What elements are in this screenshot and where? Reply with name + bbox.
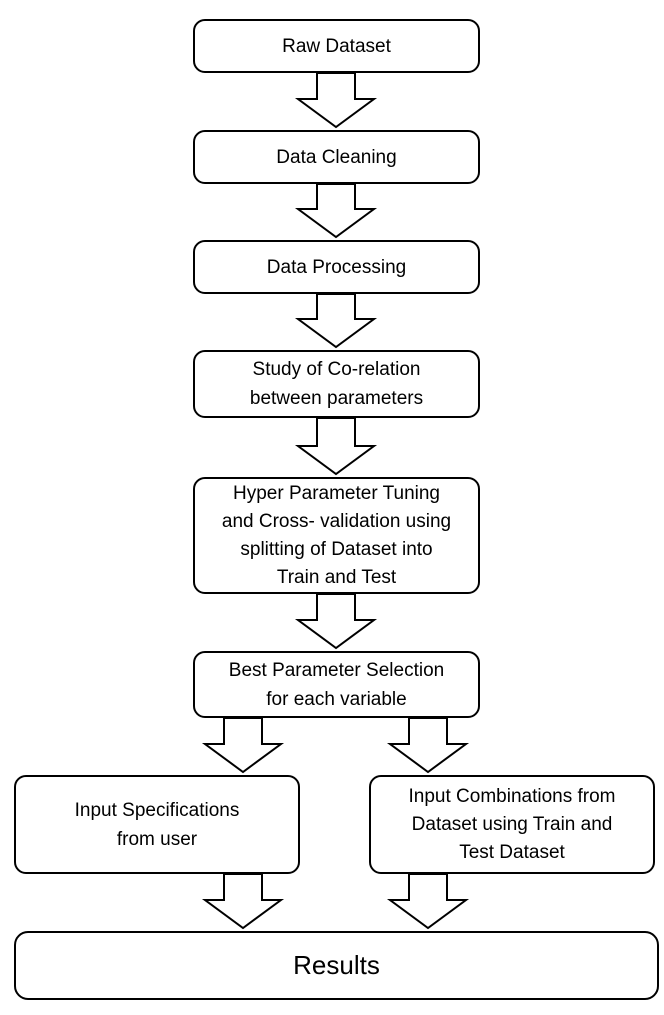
arrow-raw-to-cleaning (294, 72, 378, 129)
raw-dataset-box: Raw Dataset (193, 19, 480, 73)
input-combinations-box: Input Combinations from Dataset using Tr… (369, 775, 655, 874)
input-specifications-label: Input Specifications from user (74, 799, 240, 850)
arrow-best-to-input-combinations (386, 717, 470, 774)
arrow-best-to-input-specs (201, 717, 285, 774)
hyper-parameter-tuning-label: Hyper Parameter Tuning and Cross- valida… (221, 482, 452, 588)
hyper-parameter-tuning-box: Hyper Parameter Tuning and Cross- valida… (193, 477, 480, 594)
arrow-correlation-to-tuning (294, 417, 378, 476)
arrow-input-specs-to-results (201, 873, 285, 930)
arrow-input-combinations-to-results (386, 873, 470, 930)
results-label: Results (293, 950, 380, 980)
correlation-study-box: Study of Co-relation between parameters (193, 350, 480, 418)
arrow-cleaning-to-processing (294, 183, 378, 239)
input-combinations-label: Input Combinations from Dataset using Tr… (408, 785, 616, 863)
data-processing-box: Data Processing (193, 240, 480, 294)
results-box: Results (14, 931, 659, 1000)
data-processing-label: Data Processing (266, 256, 407, 278)
data-cleaning-box: Data Cleaning (193, 130, 480, 184)
input-specifications-box: Input Specifications from user (14, 775, 300, 874)
best-parameter-selection-label: Best Parameter Selection for each variab… (228, 659, 445, 710)
data-cleaning-label: Data Cleaning (276, 146, 397, 168)
arrow-tuning-to-best (294, 593, 378, 650)
arrow-processing-to-correlation (294, 293, 378, 349)
best-parameter-selection-box: Best Parameter Selection for each variab… (193, 651, 480, 718)
correlation-study-label: Study of Co-relation between parameters (249, 359, 424, 409)
raw-dataset-label: Raw Dataset (282, 35, 391, 57)
